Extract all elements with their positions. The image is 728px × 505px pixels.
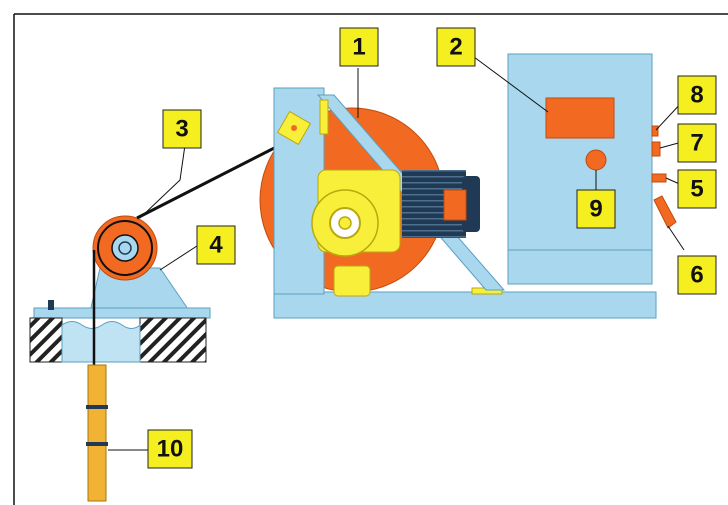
sheave-rim: [97, 220, 153, 276]
callout-5: 5: [677, 169, 717, 209]
callout-1-label: 1: [352, 34, 365, 61]
callout-9-label: 9: [589, 196, 602, 223]
switch-5: [651, 173, 667, 183]
callout-8: 8: [677, 75, 717, 115]
bearing-housing: [333, 265, 371, 297]
callout-2-box: [436, 27, 476, 67]
column-tab: [319, 99, 329, 135]
callout-4-label: 4: [209, 232, 223, 259]
probe-joint-upper: [86, 405, 108, 409]
control-cabinet: [507, 53, 677, 285]
frame-column: [273, 87, 325, 295]
foundation-right: [139, 317, 207, 363]
pivot-pin: [291, 125, 297, 131]
cabinet-body: [507, 53, 653, 285]
leader-4: [159, 243, 201, 271]
lever-6: [653, 195, 677, 229]
gearbox-shaft: [338, 216, 352, 230]
leader-lines: [108, 53, 685, 451]
foundation-left: [29, 317, 63, 363]
callout-10-label: 10: [157, 436, 184, 463]
leader-2: [469, 53, 549, 113]
winch-assembly: [259, 87, 657, 319]
probe-joint-lower: [86, 442, 108, 446]
callout-8-box: [677, 75, 717, 115]
callout-3-box: [162, 109, 202, 149]
hoist-rope: [136, 138, 291, 220]
motor-terminal-box: [443, 189, 467, 221]
base-rail: [273, 291, 657, 319]
probe-tube: [87, 364, 107, 502]
sheave-assembly: [29, 215, 211, 502]
display-panel: [545, 97, 615, 139]
callout-3-label: 3: [175, 116, 188, 143]
leader-3: [139, 137, 187, 219]
leader-6: [667, 225, 685, 251]
callout-5-label: 5: [690, 176, 703, 203]
switch-8: [651, 125, 659, 137]
callout-9-box: [576, 189, 616, 229]
sheave-axle: [118, 241, 132, 255]
floor-beam: [33, 307, 211, 319]
callout-2-label: 2: [449, 34, 462, 61]
callout-10-box: [147, 429, 193, 469]
callout-5-box: [677, 169, 717, 209]
callout-7-label: 7: [690, 130, 703, 157]
water-surface: [61, 321, 141, 363]
callout-3: 3: [162, 109, 202, 149]
callout-6-label: 6: [690, 262, 703, 289]
callout-2: 2: [436, 27, 476, 67]
callout-4: 4: [196, 225, 236, 265]
callout-6: 6: [677, 255, 717, 295]
callout-7-box: [677, 123, 717, 163]
callout-4-box: [196, 225, 236, 265]
callout-6-box: [677, 255, 717, 295]
indicator-lamp: [585, 149, 607, 171]
callout-8-label: 8: [690, 82, 703, 109]
callout-1: 1: [339, 27, 379, 67]
callout-10: 10: [147, 429, 193, 469]
switch-7: [651, 141, 661, 157]
callout-1-box: [339, 27, 379, 67]
floor-beam-bolt: [48, 300, 54, 310]
callout-9: 9: [576, 189, 616, 229]
callout-7: 7: [677, 123, 717, 163]
